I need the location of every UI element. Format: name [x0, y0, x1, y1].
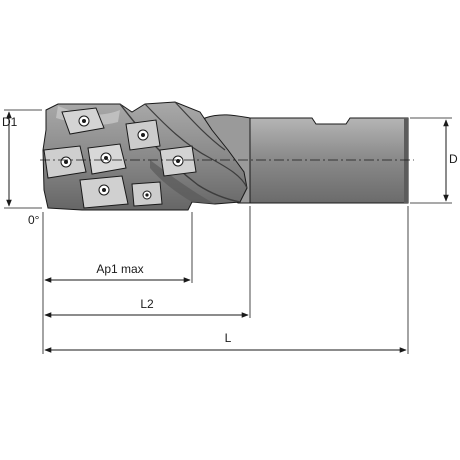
- insert-bottom: [79, 175, 129, 209]
- shank-end-face: [404, 118, 408, 203]
- l-label: L: [225, 331, 232, 345]
- dimension-lines: [6, 111, 449, 353]
- tool-body: [42, 101, 409, 211]
- ap1-max-label: Ap1 max: [96, 262, 143, 276]
- insert-middle: [87, 143, 127, 175]
- extension-lines: [4, 109, 452, 354]
- insert-middle-left: [43, 145, 87, 179]
- insert-right-top: [125, 119, 161, 151]
- flute-shadow: [150, 160, 215, 204]
- l2-label: L2: [140, 297, 154, 311]
- insert-top: [61, 107, 105, 135]
- d1-label: D1: [2, 115, 18, 129]
- insert-right-mid: [159, 145, 197, 177]
- flute-2: [144, 103, 248, 189]
- shank: [249, 117, 409, 204]
- flute-3: [174, 101, 226, 151]
- insert-right-bottom: [131, 181, 163, 207]
- d-label: D: [449, 152, 458, 166]
- angle-label: 0°: [28, 213, 40, 227]
